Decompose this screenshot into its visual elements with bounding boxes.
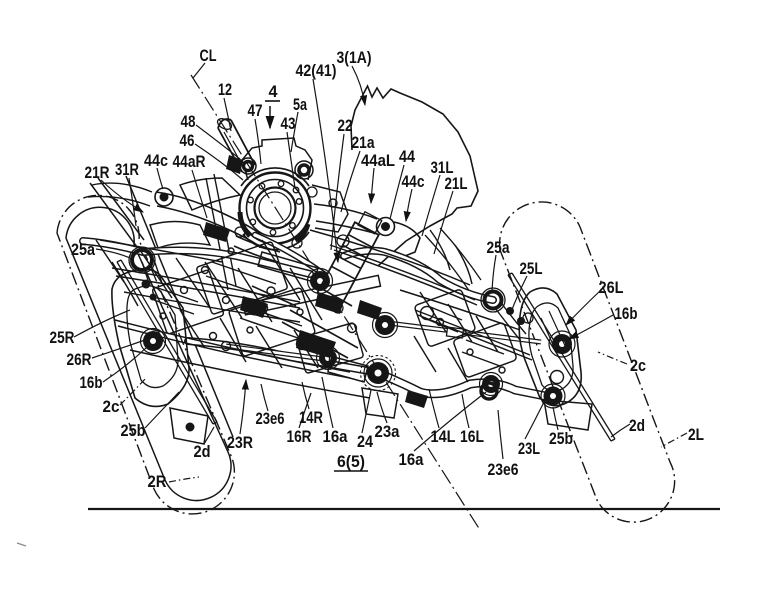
svg-text:25R: 25R [50, 328, 75, 347]
svg-text:25a: 25a [71, 240, 95, 259]
svg-text:16L: 16L [460, 427, 484, 446]
svg-text:26L: 26L [599, 278, 624, 297]
svg-text:24: 24 [357, 432, 373, 451]
svg-text:21R: 21R [85, 163, 110, 182]
svg-text:5a: 5a [293, 95, 307, 114]
svg-text:31R: 31R [115, 160, 139, 179]
svg-text:44aL: 44aL [361, 151, 395, 170]
svg-text:23a: 23a [375, 422, 400, 441]
svg-text:23e6: 23e6 [256, 409, 285, 428]
svg-text:46: 46 [180, 131, 195, 150]
svg-text:23L: 23L [518, 439, 540, 458]
svg-text:21L: 21L [445, 174, 468, 193]
svg-text:25a: 25a [487, 238, 510, 257]
svg-text:44c: 44c [144, 151, 168, 170]
svg-text:31L: 31L [431, 158, 454, 177]
svg-text:16R: 16R [287, 427, 312, 446]
svg-text:CL: CL [200, 46, 217, 65]
svg-text:16b: 16b [80, 373, 103, 392]
svg-text:2c: 2c [103, 397, 120, 416]
svg-text:25b: 25b [549, 429, 573, 448]
svg-text:26R: 26R [67, 350, 92, 369]
svg-text:4: 4 [269, 82, 279, 101]
svg-text:44aR: 44aR [173, 152, 206, 171]
svg-text:44c: 44c [402, 172, 425, 191]
svg-text:16a: 16a [399, 450, 424, 469]
svg-text:3(1A): 3(1A) [337, 48, 372, 67]
svg-text:42(41): 42(41) [296, 61, 337, 80]
svg-text:14L: 14L [431, 427, 456, 446]
svg-text:47: 47 [248, 101, 263, 120]
svg-text:6(5): 6(5) [337, 452, 365, 471]
svg-text:23R: 23R [227, 433, 253, 452]
svg-text:2R: 2R [148, 472, 167, 491]
svg-text:22: 22 [338, 116, 353, 135]
svg-text:2L: 2L [688, 425, 704, 444]
svg-text:48: 48 [181, 112, 196, 131]
svg-text:2d: 2d [194, 442, 211, 461]
svg-text:16b: 16b [615, 304, 638, 323]
svg-text:44: 44 [399, 147, 415, 166]
svg-text:25L: 25L [520, 259, 543, 278]
svg-text:16a: 16a [323, 427, 348, 446]
svg-text:2d: 2d [629, 416, 645, 435]
svg-text:12: 12 [218, 80, 232, 99]
svg-text:23e6: 23e6 [488, 460, 519, 479]
svg-text:2c: 2c [630, 356, 646, 375]
svg-text:43: 43 [281, 114, 296, 133]
svg-text:14R: 14R [299, 408, 323, 427]
svg-text:25b: 25b [121, 421, 146, 440]
svg-text:21a: 21a [352, 133, 375, 152]
